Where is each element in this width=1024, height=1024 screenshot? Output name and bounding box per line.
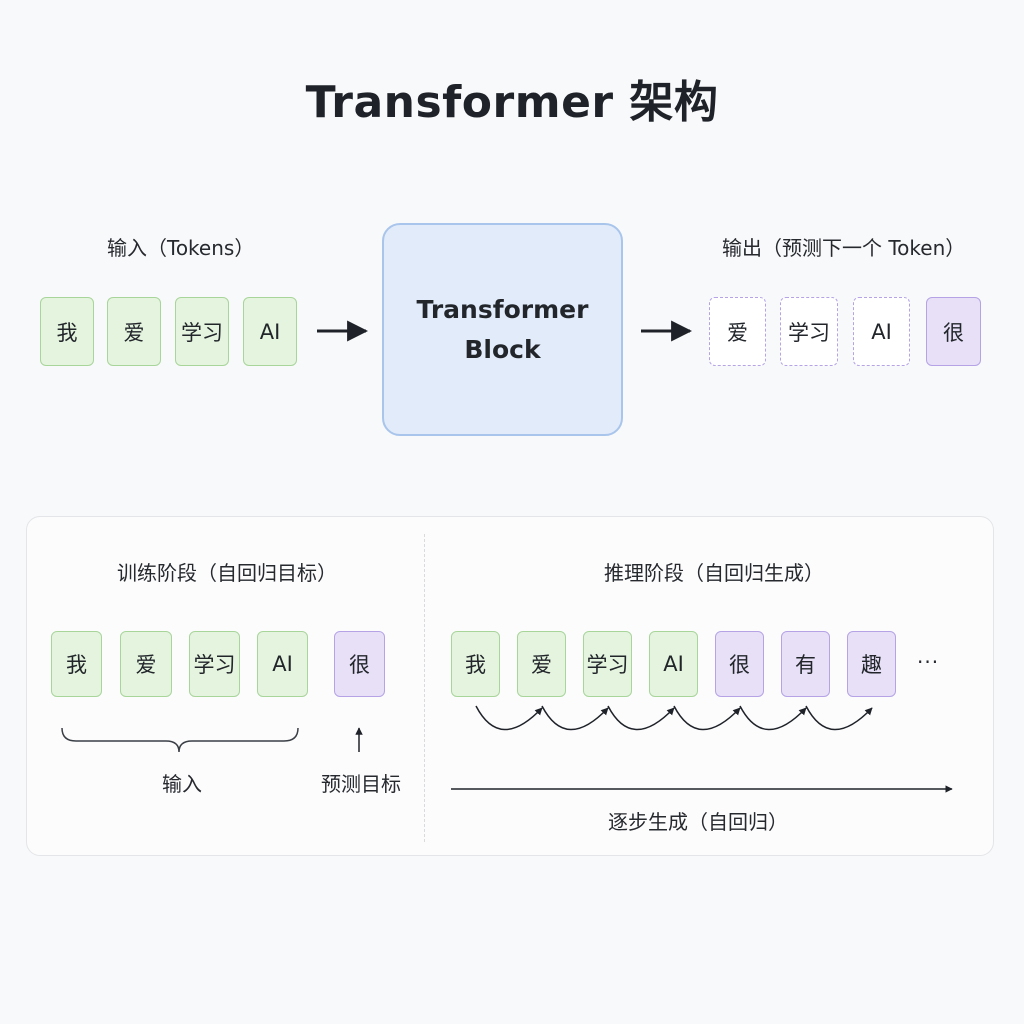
inference-token: 学习 <box>583 631 632 697</box>
inference-token: 我 <box>451 631 500 697</box>
input-token: 爱 <box>107 297 161 366</box>
inference-token: 爱 <box>517 631 566 697</box>
training-input-token: AI <box>257 631 308 697</box>
transformer-block-line2: Block <box>464 334 541 364</box>
training-input-brace-icon <box>61 727 299 753</box>
training-title: 训练阶段（自回归目标） <box>117 561 337 585</box>
training-target-label: 预测目标 <box>321 772 401 796</box>
input-label: 输入（Tokens） <box>107 236 255 260</box>
inference-title: 推理阶段（自回归生成） <box>604 561 824 585</box>
inference-progress-label: 逐步生成（自回归） <box>608 810 788 834</box>
inference-token: AI <box>649 631 698 697</box>
transformer-block-line1: Transformer <box>416 294 589 324</box>
training-input-token: 我 <box>51 631 102 697</box>
panel-divider <box>424 534 425 842</box>
training-input-token: 学习 <box>189 631 240 697</box>
training-target-token: 很 <box>334 631 385 697</box>
inference-generated-token: 有 <box>781 631 830 697</box>
input-token: AI <box>243 297 297 366</box>
phases-panel <box>26 516 994 856</box>
input-token: 学习 <box>175 297 229 366</box>
inference-generated-token: 很 <box>715 631 764 697</box>
predicted-token: 很 <box>926 297 981 366</box>
training-input-token: 爱 <box>120 631 172 697</box>
output-token: 学习 <box>780 297 838 366</box>
inference-ellipsis: ··· <box>917 650 940 674</box>
inference-generated-token: 趣 <box>847 631 896 697</box>
page-title: Transformer 架构 <box>305 77 719 128</box>
transformer-block: Transformer Block <box>382 223 623 436</box>
training-input-label: 输入 <box>162 772 202 796</box>
input-token: 我 <box>40 297 94 366</box>
output-token: AI <box>853 297 910 366</box>
output-label: 输出（预测下一个 Token） <box>722 236 966 260</box>
autoregressive-curves-icon <box>475 705 873 731</box>
output-token: 爱 <box>709 297 766 366</box>
